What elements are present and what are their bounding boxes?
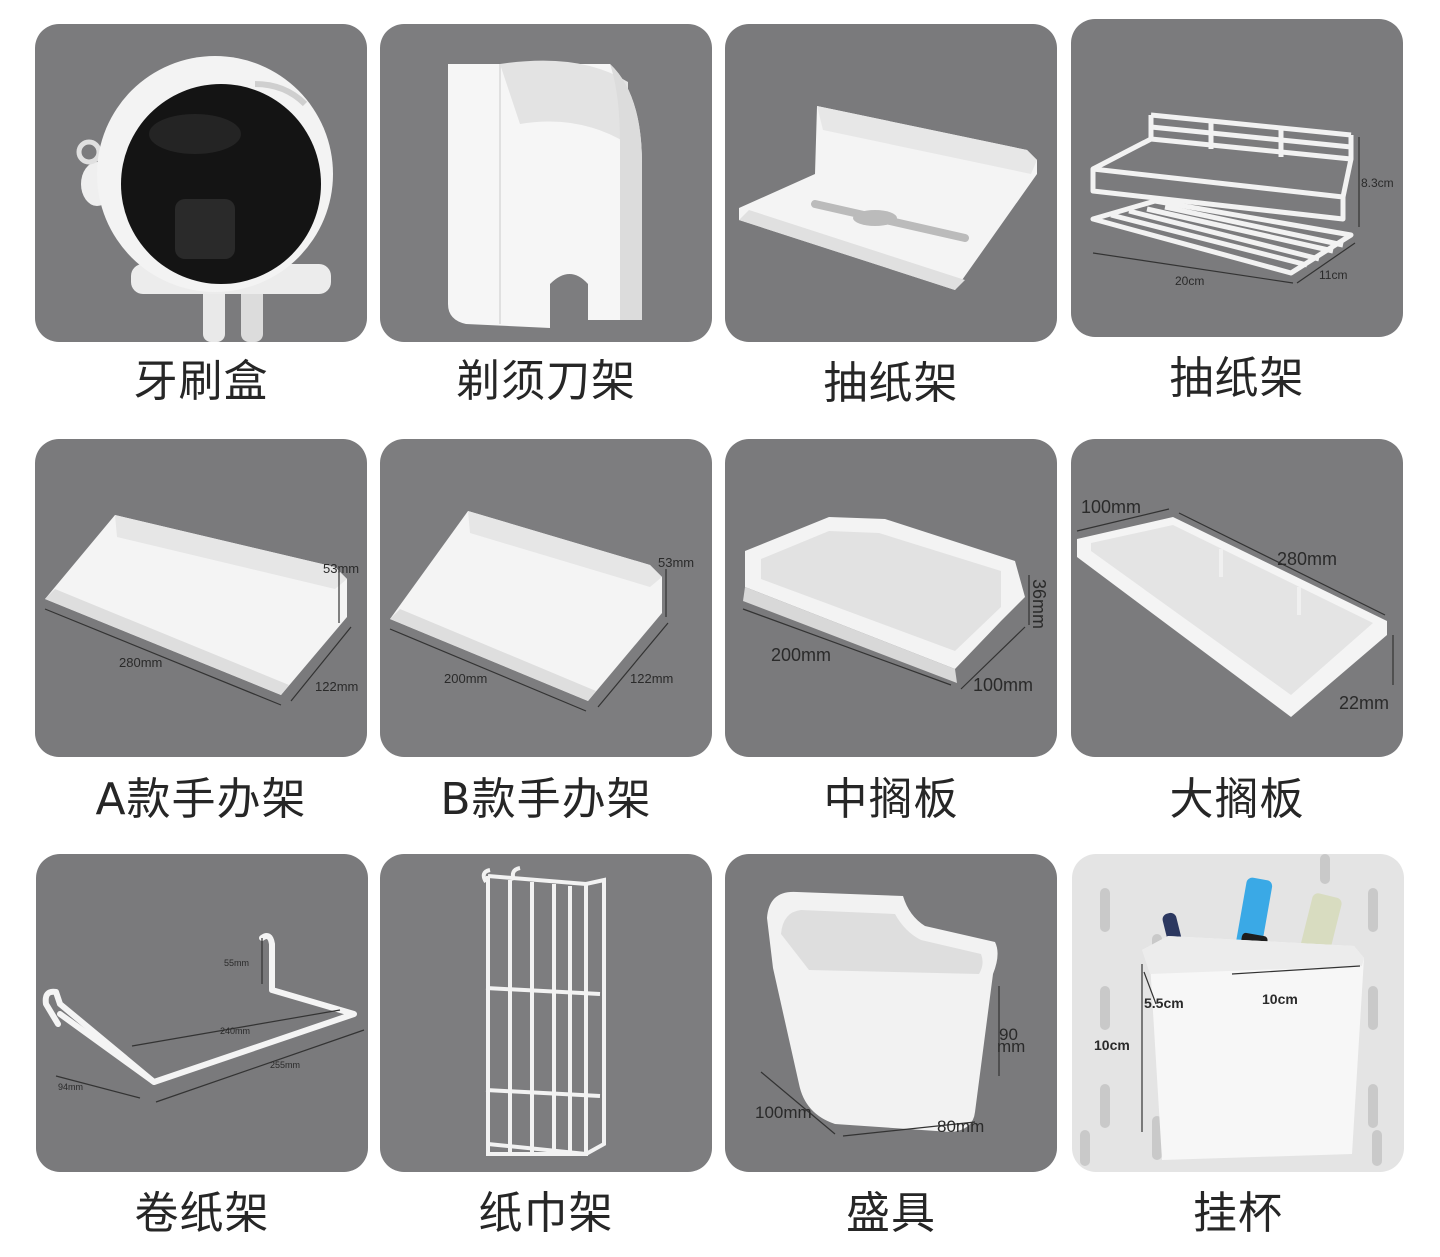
- medium-shelf-image: 36mm 200mm 100mm: [725, 439, 1057, 757]
- dimension-label: 200mm: [771, 645, 831, 665]
- storage-cup-image: 90 mm 100mm 80mm: [725, 854, 1057, 1172]
- dimension-label: 280mm: [119, 655, 162, 670]
- product-label: 大搁板: [1169, 774, 1305, 825]
- product-label: 牙刷盒: [133, 356, 269, 407]
- dimension-label: 100mm: [973, 675, 1033, 695]
- dimension-label: 22mm: [1339, 693, 1389, 713]
- dimension-label: 100mm: [755, 1103, 812, 1122]
- dimension-label: 36mm: [1029, 579, 1049, 629]
- tissue-rack-image: [725, 24, 1057, 342]
- dimension-label: 20cm: [1175, 274, 1204, 288]
- dimension-label: 80mm: [937, 1117, 984, 1136]
- figure-shelf-b-image: 53mm 200mm 122mm: [380, 439, 712, 757]
- product-label: 盛具: [846, 1188, 936, 1239]
- product-label: B款手办架: [440, 774, 652, 825]
- product-label: 抽纸架: [1169, 353, 1305, 404]
- razor-holder-image: [380, 24, 712, 342]
- dimension-label: 240mm: [220, 1026, 250, 1036]
- dimension-label: 90: [999, 1025, 1018, 1044]
- dimension-label: 255mm: [270, 1060, 300, 1070]
- dimension-label: 200mm: [444, 671, 487, 686]
- tissue-basket-image: [380, 854, 712, 1172]
- dimension-label: 53mm: [323, 561, 359, 576]
- dimension-label: 8.3cm: [1361, 176, 1394, 190]
- product-label: 中搁板: [823, 774, 959, 825]
- dimension-label: 280mm: [1277, 549, 1337, 569]
- product-label: 抽纸架: [823, 358, 959, 409]
- product-label: 纸巾架: [478, 1188, 614, 1239]
- dimension-label: mm: [997, 1037, 1025, 1056]
- wire-tissue-rack-image: 8.3cm 20cm 11cm: [1071, 19, 1403, 337]
- dimension-label: 10cm: [1094, 1037, 1130, 1053]
- product-label: A款手办架: [95, 774, 307, 825]
- figure-shelf-a-image: 53mm 280mm 122mm: [35, 439, 367, 757]
- dimension-label: 53mm: [658, 555, 694, 570]
- dimension-label: 122mm: [315, 679, 358, 694]
- product-label: 挂杯: [1193, 1188, 1283, 1239]
- dimension-label: 122mm: [630, 671, 673, 686]
- toothbrush-box-image: [35, 24, 367, 342]
- dimension-label: 94mm: [58, 1082, 83, 1092]
- dimension-label: 10cm: [1262, 991, 1298, 1007]
- large-shelf-image: 100mm 280mm 22mm: [1071, 439, 1403, 757]
- dimension-label: 11cm: [1319, 268, 1347, 282]
- hanging-cup-image: 5.5cm 10cm 10cm: [1072, 854, 1404, 1172]
- dimension-label: 5.5cm: [1144, 995, 1184, 1011]
- product-label: 卷纸架: [134, 1188, 270, 1239]
- paper-roll-holder-image: 55mm 240mm 255mm 94mm: [36, 854, 368, 1172]
- dimension-label: 100mm: [1081, 497, 1141, 517]
- dimension-label: 55mm: [224, 958, 249, 968]
- product-label: 剃须刀架: [456, 356, 636, 407]
